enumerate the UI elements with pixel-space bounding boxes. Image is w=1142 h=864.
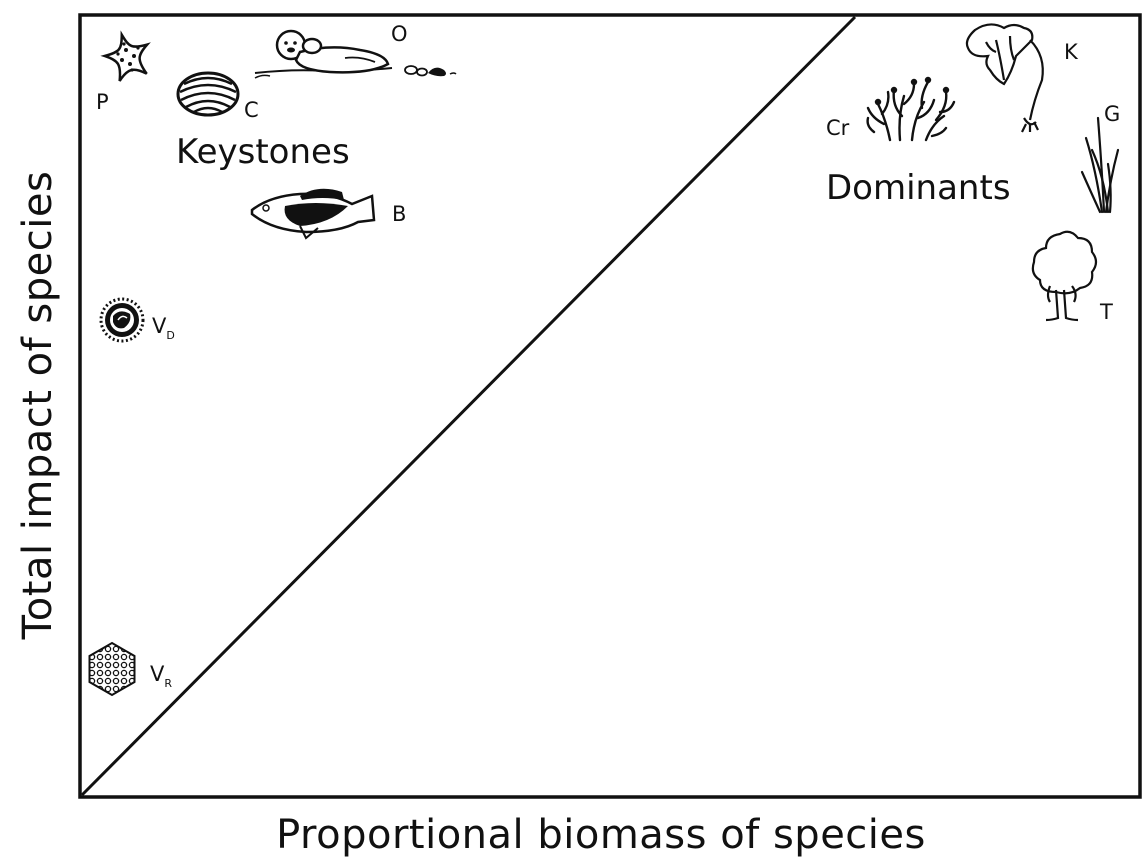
grass-icon <box>1082 118 1118 212</box>
virus-spiky-icon <box>101 299 143 341</box>
species-label-cr: Cr <box>826 118 849 139</box>
clam-shell-icon <box>178 73 238 115</box>
keystones-label: Keystones <box>176 132 350 172</box>
y-axis-title: Total impact of species <box>15 171 61 640</box>
species-label-b: B <box>392 204 406 225</box>
dominants-label: Dominants <box>826 168 1011 208</box>
species-label-vr: VR <box>150 664 172 689</box>
species-label-vd-main: V <box>152 314 166 338</box>
species-label-k: K <box>1064 42 1078 63</box>
species-label-vr-main: V <box>150 662 164 686</box>
kelp-icon <box>967 24 1043 132</box>
coral-icon <box>868 78 954 140</box>
tree-icon <box>1033 232 1096 320</box>
sea-star-icon <box>101 29 155 83</box>
fish-icon <box>252 189 374 238</box>
species-label-vr-sub: R <box>164 677 172 690</box>
x-axis-title: Proportional biomass of species <box>0 812 1142 858</box>
species-label-c: C <box>244 100 259 121</box>
species-label-g: G <box>1104 104 1120 125</box>
species-label-t: T <box>1100 302 1113 323</box>
sea-otter-icon <box>255 31 456 78</box>
species-label-vd: VD <box>152 316 175 341</box>
species-label-o: O <box>391 24 408 45</box>
species-label-vd-sub: D <box>166 329 174 342</box>
virus-hexagon-icon <box>90 643 135 695</box>
species-label-p: P <box>96 92 109 113</box>
